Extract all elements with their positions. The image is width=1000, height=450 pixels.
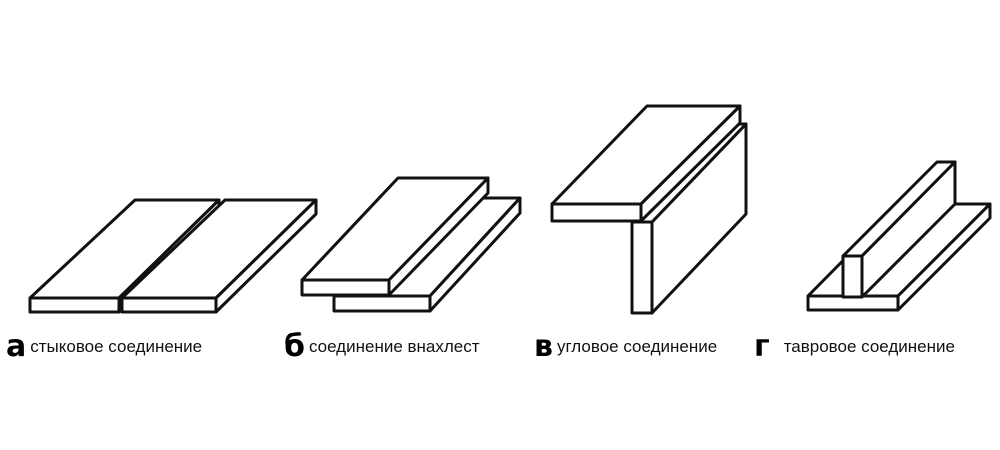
label-lap-joint: б соединение внахлест [284,332,480,362]
t-stem-plate-front [841,254,864,299]
butt-joint-drawing [28,198,318,314]
label-letter: в [534,329,553,364]
lap-upper-plate-side [387,176,490,297]
label-butt-joint: а стыковое соединение [6,332,202,362]
corner-horizontal-plate-front [550,202,643,223]
label-letter: а [6,329,27,364]
label-caption: угловое соединение [556,337,718,356]
lap-lower-plate-side [428,196,522,313]
butt-plate-left-front [28,296,121,314]
butt-plate-right-front [120,296,218,314]
label-letter: г [754,329,770,364]
butt-plate-right-side [214,198,318,314]
corner-vertical-plate-front [630,220,654,315]
corner-joint-drawing [550,104,748,315]
lap-lower-plate-front [332,294,432,313]
label-caption: тавровое соединение [783,337,955,356]
corner-horizontal-plate-side [639,104,742,223]
lap-upper-plate-front [300,278,391,297]
t-base-plate-side [896,202,992,312]
label-t-joint: г тавровое соединение [754,332,955,362]
label-letter: б [284,329,305,364]
label-corner-joint: в угловое соединение [534,332,717,362]
lap-joint-drawing [300,176,522,313]
label-caption: соединение внахлест [308,337,480,356]
label-caption: стыковое соединение [30,337,203,356]
t-joint-drawing [806,160,992,312]
